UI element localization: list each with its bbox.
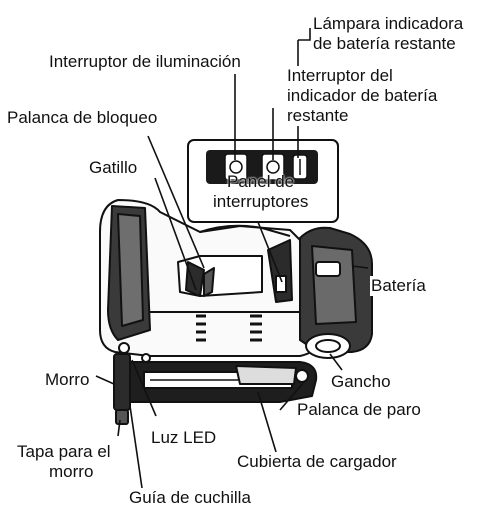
label-hook: Gancho <box>330 372 392 392</box>
label-nose-cap-2: morro <box>48 462 95 482</box>
label-battery-lamp-1: Lámpara indicadora <box>312 14 465 34</box>
label-battery-lamp-2: de batería restante <box>312 34 457 54</box>
label-nose-cap-1: Tapa para el <box>16 442 112 462</box>
label-battery-switch-3: restante <box>286 106 350 126</box>
label-battery-switch-1: Interruptor del <box>286 66 394 86</box>
nose-assembly <box>113 342 151 425</box>
label-battery-switch-2: indicador de batería <box>286 86 439 106</box>
label-light-switch: Interruptor de iluminación <box>48 52 242 72</box>
switch-panel-inset <box>187 139 339 223</box>
label-magazine-cover: Cubierta de cargador <box>236 452 398 472</box>
label-nose: Morro <box>44 370 91 390</box>
label-battery: Batería <box>370 276 427 296</box>
magazine <box>121 361 318 403</box>
label-switch-panel-2: interruptores <box>213 192 309 211</box>
label-stop-lever: Palanca de paro <box>296 400 422 420</box>
battery-pack <box>299 226 373 353</box>
tool-body <box>99 199 321 357</box>
label-trigger: Gatillo <box>88 158 139 178</box>
label-lock-lever: Palanca de bloqueo <box>6 108 159 128</box>
belt-hook <box>305 333 351 359</box>
label-switch-panel-1: Panel de <box>227 172 295 191</box>
label-led-light: Luz LED <box>150 428 218 448</box>
label-blade-guide: Guía de cuchilla <box>128 488 252 508</box>
